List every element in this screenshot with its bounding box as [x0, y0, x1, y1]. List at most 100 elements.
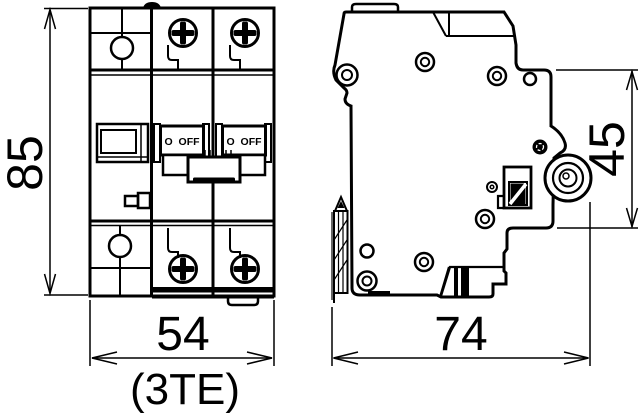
axle-dot-detail: [535, 142, 545, 152]
label-window-inner: [100, 129, 137, 154]
extension-lines: [44, 7, 88, 296]
module-dividers: [150, 8, 215, 296]
terminal-opening-line: [229, 45, 241, 69]
din-rail-clip: [331, 194, 390, 303]
extension-lines: [556, 69, 638, 229]
clip-arrow-fill: [337, 201, 345, 208]
rivet-icon: [413, 251, 435, 273]
rivet-inner: [491, 70, 503, 82]
toggle-handle-right: [238, 153, 267, 177]
label-window-inner: [508, 181, 528, 206]
terminal-screw-top-right: [229, 18, 260, 69]
label-window-lines: [97, 124, 148, 162]
clip-hatching: [333, 219, 348, 281]
switch-state-label: O OFF: [226, 136, 262, 148]
rivet-icon: [356, 270, 378, 292]
switch-state-label: O OFF: [164, 136, 200, 148]
screw-slot-v: [242, 257, 248, 281]
bottom-left-cell-lines: [90, 226, 152, 296]
rivet-icon: [335, 63, 359, 87]
terminal-opening-line: [167, 228, 179, 258]
dimension-74-label: 74: [434, 308, 487, 361]
pin-hole-icon: [522, 71, 538, 87]
dimension-85: 85: [0, 6, 88, 297]
dimension-54: 54 (3TE): [89, 300, 275, 414]
dimension-54-label: 54: [156, 308, 209, 361]
knob-mid-ring: [551, 161, 585, 195]
rivet-icon: [486, 65, 508, 87]
rivet-icon: [486, 181, 498, 193]
phillips-screw-icon: [168, 254, 198, 284]
front-view: O OFF O OFF: [88, 2, 276, 307]
dimension-45: 45: [556, 68, 639, 230]
rivet-inner: [361, 275, 373, 287]
terminal-bar-lower: [152, 294, 274, 299]
label-window-outer: [95, 122, 150, 164]
phillips-screw-icon: [230, 18, 260, 48]
latch-tab-large: [136, 191, 152, 210]
round-button-top-icon: [109, 35, 135, 61]
terminal-screw-top-middle: [167, 18, 198, 69]
pin-hole-icon: [359, 243, 375, 259]
terminal-stripe-thick: [461, 267, 469, 296]
rivet-inner: [489, 184, 495, 190]
screw-slot-v: [180, 21, 186, 45]
switch-state-window: [159, 124, 205, 157]
side-view: [331, 2, 593, 303]
clip-arrow-tip: [334, 194, 348, 212]
knob-inner-ring: [558, 168, 578, 188]
top-left-cell-lines: [90, 8, 152, 69]
round-button-bottom-icon: [107, 233, 133, 259]
phillips-screw-icon: [168, 18, 198, 48]
top-clip-bump: [143, 2, 161, 8]
terminal-block-lines: [439, 265, 504, 297]
terminal-screw-bottom-right: [229, 228, 260, 284]
screw-slot-v: [180, 257, 186, 281]
dimension-3te-label: (3TE): [130, 365, 240, 414]
phillips-screw-icon: [230, 254, 260, 284]
toggle-handle-left: [161, 153, 190, 177]
rivet-inner: [419, 56, 431, 68]
terminal-screw-bottom-middle: [167, 228, 198, 284]
side-top-tab: [350, 2, 400, 12]
rivet-inner: [418, 256, 430, 268]
switch-state-window: [221, 124, 267, 157]
label-window-front: [95, 122, 150, 164]
dimension-85-label: 85: [0, 135, 53, 191]
toggle-knob-side: [543, 153, 593, 203]
rivet-icon: [414, 51, 436, 73]
terminal-opening-line: [229, 228, 241, 258]
rivet-inner: [341, 69, 353, 81]
terminal-opening-line: [167, 45, 179, 69]
clip-spring-body: [333, 210, 349, 294]
toggle-handle-assembly: [161, 150, 267, 184]
toggle-bar-edge: [193, 177, 235, 183]
dimension-74: 74: [331, 202, 591, 366]
switch-middle: O OFF: [153, 123, 210, 163]
bottom-foot-tab: [226, 298, 260, 307]
toggle-stubs: [204, 150, 232, 157]
arrowheads: [625, 68, 639, 230]
extension-lines: [331, 202, 591, 366]
terminal-bar-upper: [152, 287, 274, 293]
rivet-inner: [479, 213, 491, 225]
label-window-step: [496, 194, 504, 210]
dimension-45-label: 45: [579, 121, 635, 177]
side-body-outline: [332, 10, 567, 299]
knob-center: [562, 172, 570, 180]
arrowheads: [91, 351, 273, 365]
arrowheads: [333, 351, 589, 365]
side-top-step-lines: [432, 11, 515, 37]
rivet-icon: [474, 208, 496, 230]
rivet-circles: [335, 51, 538, 292]
terminal-stripe-thin: [454, 267, 458, 296]
label-window-side: [496, 165, 533, 210]
arrowheads: [43, 6, 57, 297]
latch-tab: [123, 191, 152, 210]
extension-lines: [89, 300, 275, 366]
label-mark-slash: [508, 182, 528, 206]
screw-slot-v: [242, 21, 248, 45]
axle-dot-icon: [532, 139, 548, 155]
